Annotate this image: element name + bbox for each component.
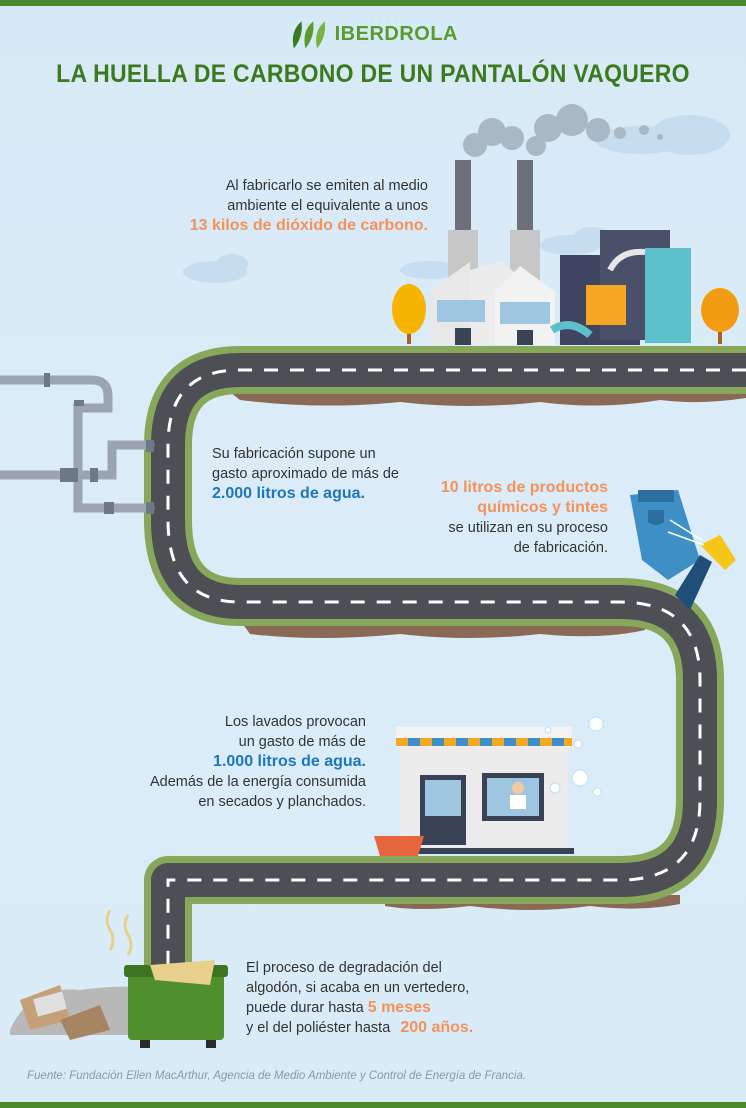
step-factory-text: Al fabricarlo se emiten al medio ambient… — [150, 176, 428, 236]
step-text-line: Los lavados provocan — [224, 714, 366, 730]
step-text-line: El proceso de degradación del — [246, 960, 442, 976]
source-citation: Fuente: Fundación Ellen MacArthur, Agenc… — [27, 1070, 527, 1082]
step-highlight: químicos y tintes — [477, 499, 608, 516]
leaves-icon — [292, 21, 326, 49]
bottom-bar — [0, 1102, 746, 1108]
smoke — [463, 104, 663, 157]
step-text-line: puede durar hasta 5 meses — [246, 998, 506, 1018]
step-text-line: Al fabricarlo se emiten al medio — [225, 178, 428, 194]
step-text-line: gasto aproximado de más de — [212, 466, 399, 482]
step-highlight: 10 litros de productos — [440, 479, 608, 496]
clouds — [183, 115, 730, 283]
step-text-line: un gasto de más de — [238, 734, 366, 750]
road-dashes — [166, 368, 746, 1000]
step-highlight: 1.000 litros de agua. — [213, 753, 366, 770]
landfill-illustration — [10, 909, 228, 1048]
top-bar — [0, 0, 746, 6]
step-water-production-text: Su fabricación supone un gasto aproximad… — [212, 444, 442, 504]
brand-logo: IBERDROLA — [288, 16, 458, 52]
step-text-line: Además de la energía consumida — [149, 774, 366, 790]
step-text-line: se utilizan en su proceso — [448, 520, 608, 536]
pipes-illustration — [0, 375, 155, 513]
step-text-line: ambiente el equivalente a unos — [227, 198, 428, 214]
step-highlight: 200 años. — [400, 1019, 474, 1036]
step-highlight: 2.000 litros de agua. — [212, 485, 365, 502]
step-text-prefix: y el del poliéster hasta — [246, 1020, 391, 1036]
step-washing-text: Los lavados provocan un gasto de más de … — [130, 712, 366, 812]
pipe-joints — [44, 373, 154, 514]
factory-illustration — [392, 160, 739, 345]
step-text-line: Su fabricación supone un — [212, 446, 376, 462]
step-degradation-text: El proceso de degradación del algodón, s… — [246, 958, 506, 1038]
step-highlight: 13 kilos de dióxido de carbono. — [189, 217, 428, 234]
page-title: LA HUELLA DE CARBONO DE UN PANTALÓN VAQU… — [56, 60, 690, 88]
brand-name: IBERDROLA — [334, 22, 458, 45]
step-text-line: en secados y planchados. — [198, 794, 366, 810]
step-text-line: de fabricación. — [513, 540, 608, 556]
step-text-line: algodón, si acaba en un vertedero, — [246, 980, 470, 996]
step-chemicals-text: 10 litros de productos químicos y tintes… — [400, 478, 608, 558]
step-highlight: 5 meses — [367, 999, 431, 1016]
step-text-prefix: puede durar hasta — [246, 1000, 364, 1016]
laundromat-illustration — [374, 716, 604, 856]
step-text-line: y el del poliéster hasta 200 años. — [246, 1018, 506, 1038]
jeans-illustration — [630, 490, 736, 610]
